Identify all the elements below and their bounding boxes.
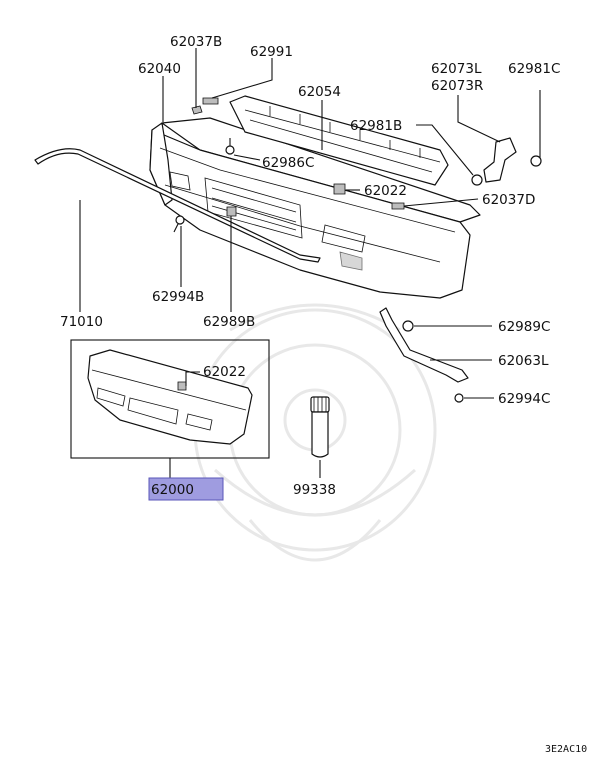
label-62989C[interactable]: 62989C xyxy=(498,319,550,335)
label-62054[interactable]: 62054 xyxy=(298,84,341,100)
label-62000[interactable]: 62000 xyxy=(151,482,194,498)
label-62040[interactable]: 62040 xyxy=(138,61,181,77)
label-62073L[interactable]: 62073L xyxy=(431,61,482,77)
stay-62063L xyxy=(379,307,469,403)
bumper-illustration xyxy=(149,95,481,299)
watermark-emblem xyxy=(193,303,437,562)
label-62986C[interactable]: 62986C xyxy=(262,155,314,171)
label-62989B[interactable]: 62989B xyxy=(203,314,255,330)
label-99338[interactable]: 99338 xyxy=(293,482,336,498)
part-highlight xyxy=(148,477,224,501)
label-62073R[interactable]: 62073R xyxy=(431,78,483,94)
label-62063L[interactable]: 62063L xyxy=(498,353,549,369)
side-molding-strip xyxy=(34,148,321,263)
inset-assembly-box xyxy=(70,339,270,459)
label-62037B[interactable]: 62037B xyxy=(170,34,222,50)
label-62022[interactable]: 62022 xyxy=(364,183,407,199)
label-62994B[interactable]: 62994B xyxy=(152,289,204,305)
bracket-62073 xyxy=(471,90,542,186)
label-62037D[interactable]: 62037D xyxy=(482,192,535,208)
label-71010[interactable]: 71010 xyxy=(60,314,103,330)
label-62991[interactable]: 62991 xyxy=(250,44,293,60)
part-labels: 62037B 62991 62040 62054 62073L 62073R 6… xyxy=(60,34,587,755)
label-62994C[interactable]: 62994C xyxy=(498,391,550,407)
touch-up-paint-bottle xyxy=(310,396,330,458)
label-62981C[interactable]: 62981C xyxy=(508,61,560,77)
leader-lines xyxy=(79,48,501,478)
label-62022-inset[interactable]: 62022 xyxy=(203,364,246,380)
diagram-code: 3E2AC10 xyxy=(545,744,587,755)
label-62981B[interactable]: 62981B xyxy=(350,118,402,134)
